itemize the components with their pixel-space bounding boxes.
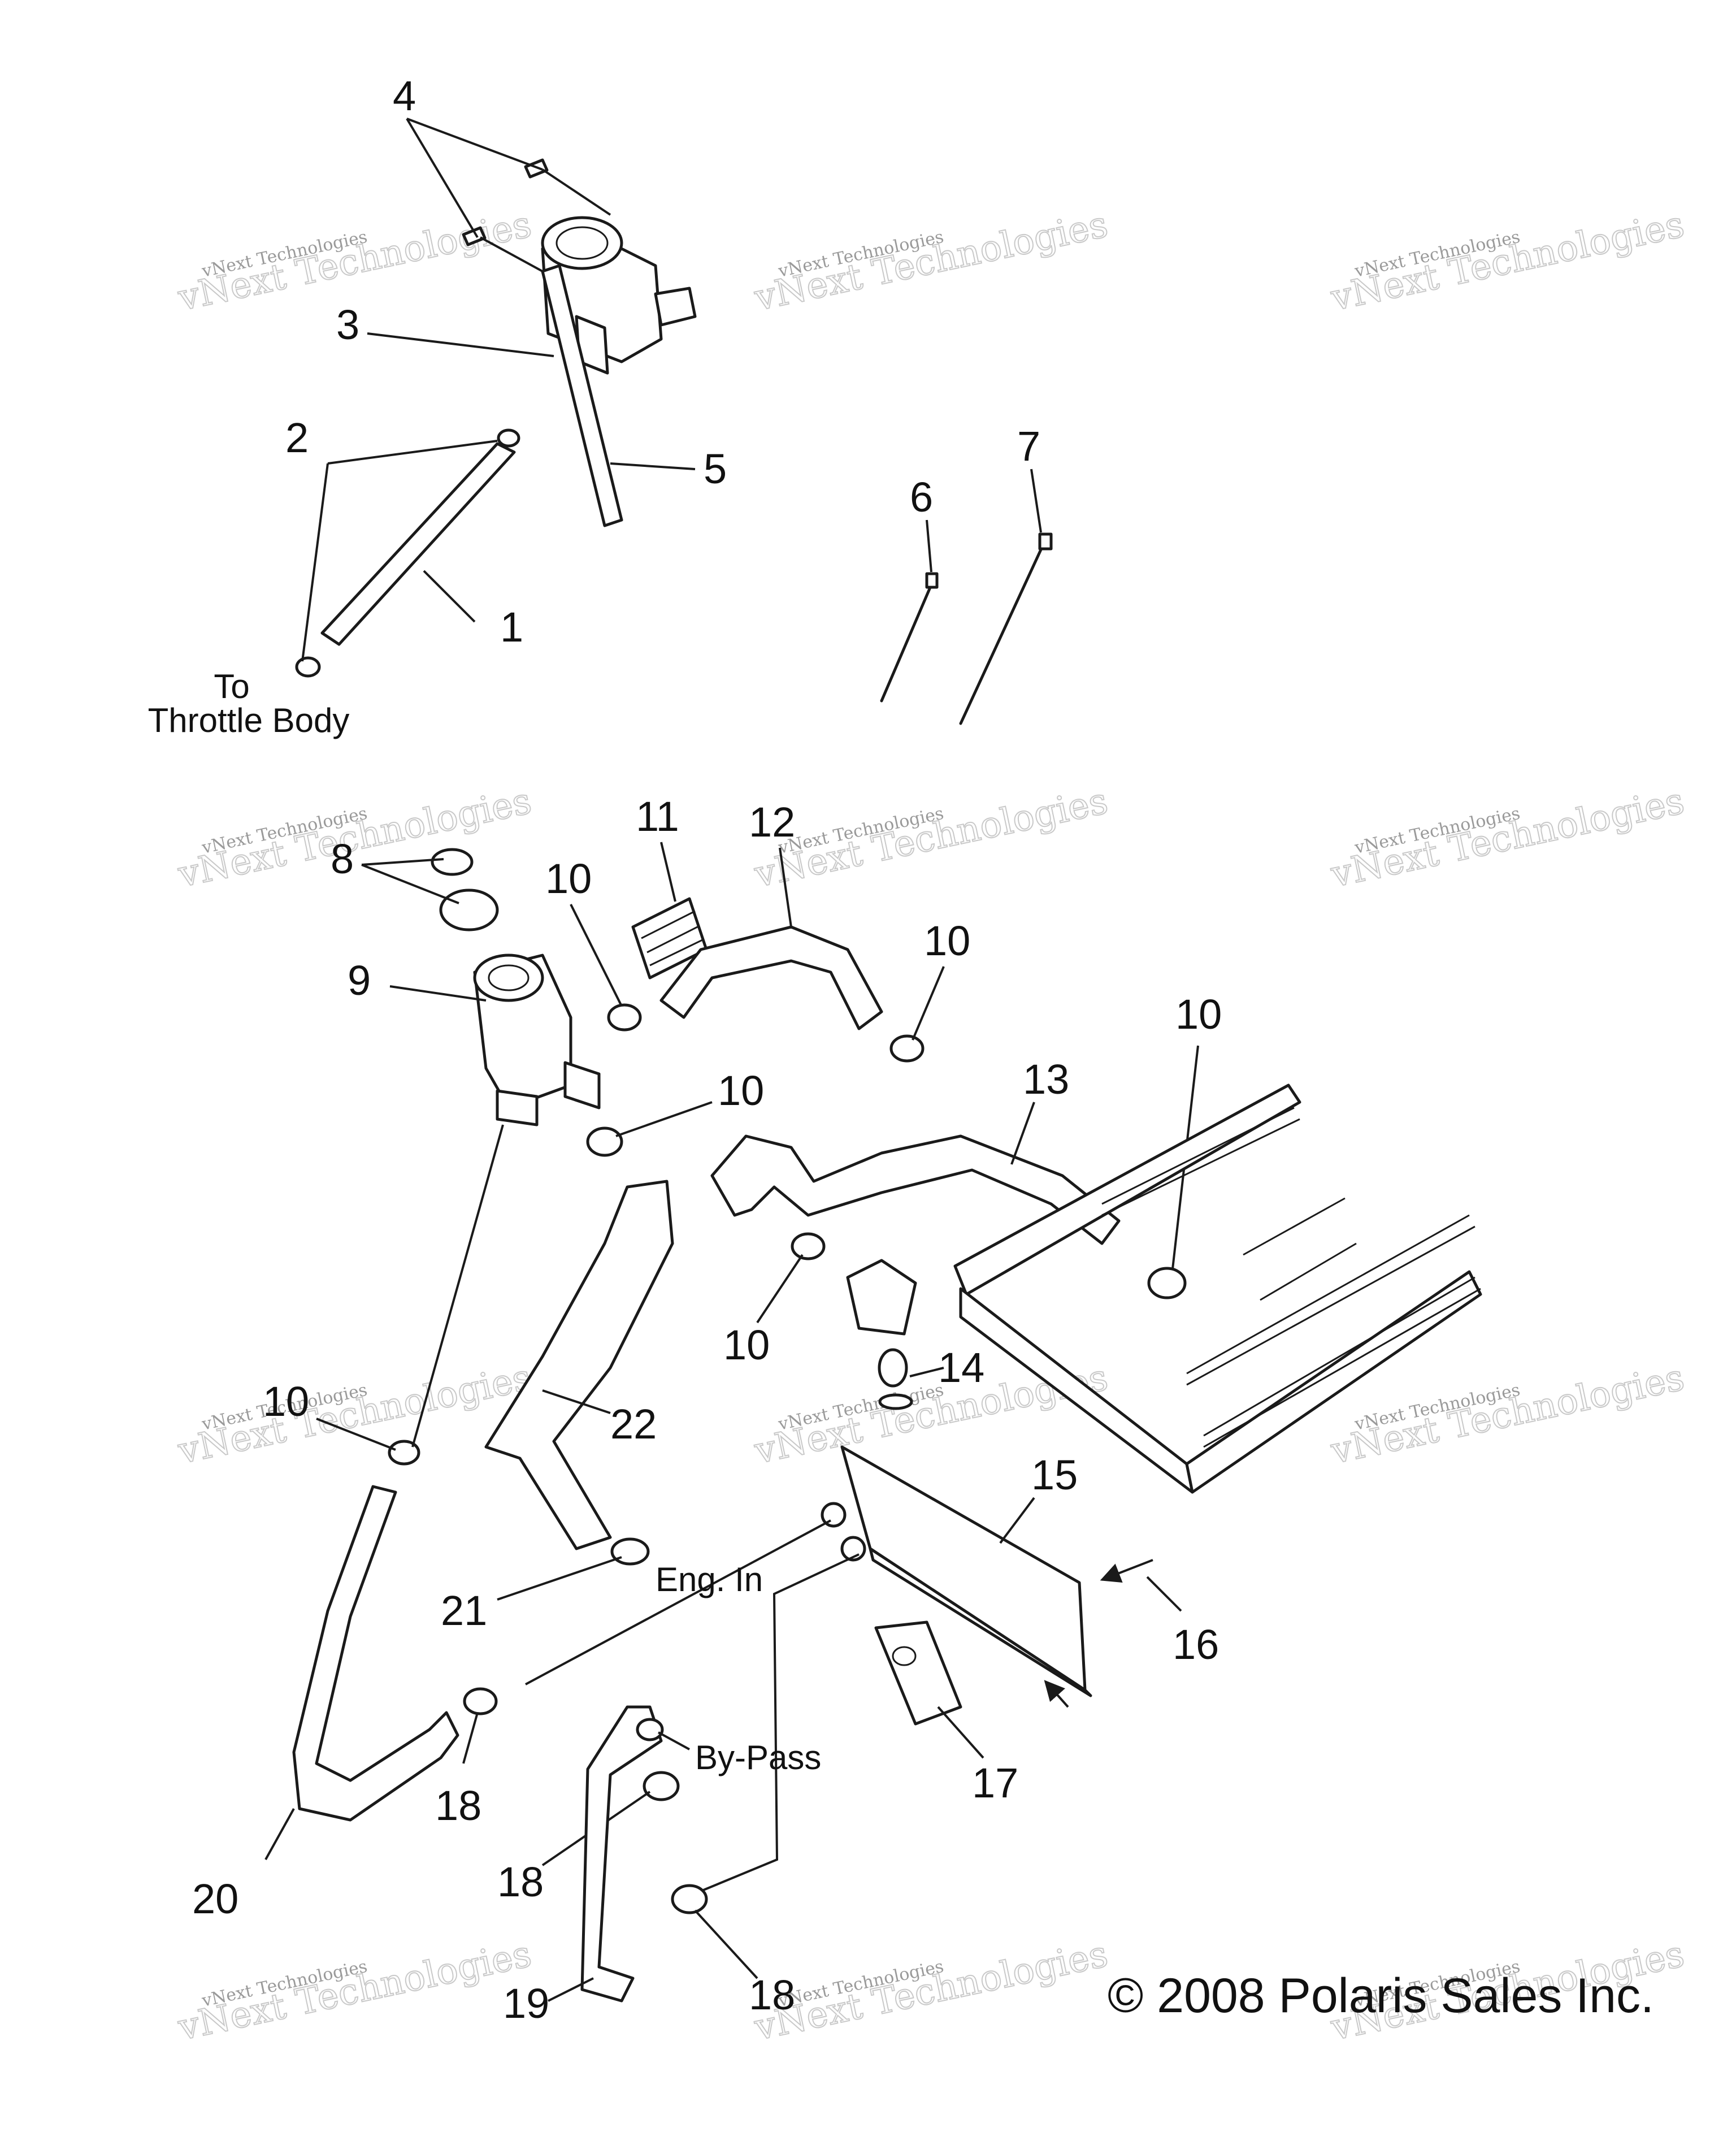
callout-4: 4 bbox=[393, 72, 416, 119]
callout-14: 14 bbox=[938, 1344, 984, 1391]
rods bbox=[880, 469, 1053, 725]
callout-22: 22 bbox=[610, 1401, 657, 1448]
callout-18: 18 bbox=[749, 1971, 795, 2018]
callout-10: 10 bbox=[718, 1067, 764, 1114]
watermark: vNext Technologies vNext Technologies bbox=[173, 1356, 535, 1473]
callout-19: 19 bbox=[503, 1980, 549, 2027]
watermark: vNext Technologies vNext Technologies bbox=[750, 1932, 1112, 2049]
callout-12: 12 bbox=[749, 799, 795, 846]
callout-2: 2 bbox=[285, 414, 309, 461]
caption-to: To bbox=[214, 668, 249, 705]
callout-1: 1 bbox=[500, 604, 523, 651]
caption-by-pass: By-Pass bbox=[695, 1739, 821, 1776]
callout-18: 18 bbox=[435, 1782, 481, 1829]
callout-16: 16 bbox=[1173, 1621, 1219, 1668]
callout-20: 20 bbox=[192, 1875, 238, 1922]
caption-eng-in: Eng. In bbox=[656, 1561, 763, 1598]
callout-7: 7 bbox=[1017, 423, 1040, 470]
callout-5: 5 bbox=[704, 445, 727, 492]
callout-8: 8 bbox=[331, 835, 354, 882]
callout-10: 10 bbox=[723, 1321, 770, 1368]
recovery-bottle-assembly bbox=[295, 118, 697, 678]
callout-13: 13 bbox=[1023, 1056, 1069, 1103]
copyright-notice: © 2008 Polaris Sales Inc. bbox=[1108, 1969, 1654, 2023]
captions: To Throttle Body Eng. In By-Pass bbox=[148, 668, 822, 1776]
callout-3: 3 bbox=[336, 301, 359, 348]
callout-11: 11 bbox=[636, 793, 679, 840]
watermark: vNext Technologies vNext Technologies bbox=[1326, 779, 1688, 896]
callout-21: 21 bbox=[441, 1587, 487, 1634]
watermark: vNext Technologies vNext Technologies bbox=[173, 1932, 535, 2049]
callout-9: 9 bbox=[348, 957, 371, 1004]
watermark: vNext Technologies vNext Technologies bbox=[750, 779, 1112, 896]
watermark: vNext Technologies vNext Technologies bbox=[1326, 203, 1688, 320]
watermark: vNext Technologies vNext Technologies bbox=[173, 203, 535, 320]
callout-10: 10 bbox=[263, 1378, 309, 1425]
callout-10: 10 bbox=[1175, 991, 1222, 1038]
callout-17: 17 bbox=[972, 1760, 1018, 1806]
caption-throttle-body: Throttle Body bbox=[148, 701, 350, 739]
watermark: vNext Technologies vNext Technologies bbox=[750, 203, 1112, 320]
cooling-lower-assembly bbox=[264, 842, 1199, 2003]
callout-18: 18 bbox=[497, 1858, 544, 1905]
tunnel-frame bbox=[953, 1084, 1482, 1494]
callout-labels: 1 2 3 4 5 6 7 8 9 10 10 10 10 10 10 11 1… bbox=[192, 72, 1222, 2027]
callout-10: 10 bbox=[924, 917, 970, 964]
callout-15: 15 bbox=[1031, 1451, 1078, 1498]
callout-10: 10 bbox=[545, 855, 592, 902]
callout-6: 6 bbox=[910, 474, 933, 521]
